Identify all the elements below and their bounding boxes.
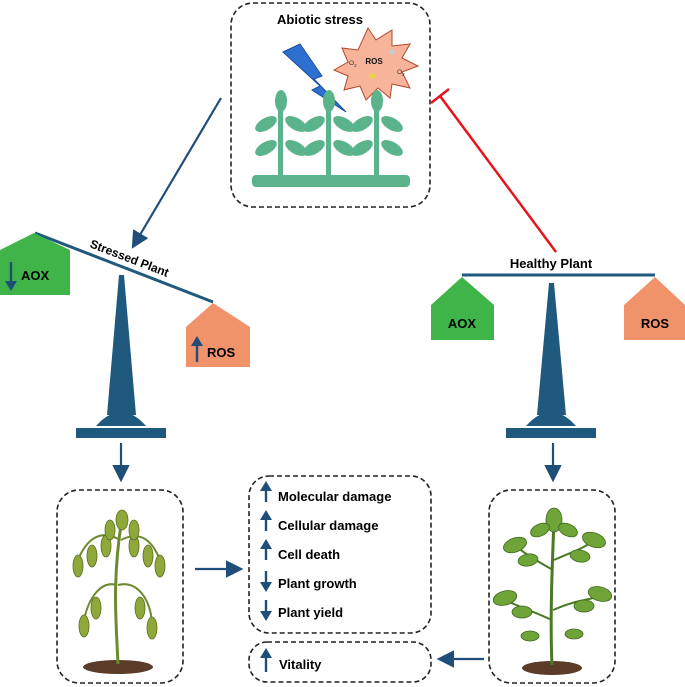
up-arrow-head-icon [260, 510, 272, 520]
wilted-plant-panel [56, 489, 184, 684]
effect-item: Plant yield [260, 600, 343, 621]
effect-item: Cellular damage [260, 510, 378, 533]
balance-stand-icon [107, 275, 136, 415]
effect-label: Molecular damage [278, 489, 391, 504]
balance-dome-icon [526, 412, 576, 426]
effect-item: Molecular damage [260, 481, 391, 504]
down-arrow-head-icon [5, 281, 17, 291]
aox-label-balanced: AOX [448, 316, 477, 331]
effect-label: Cellular damage [278, 518, 378, 533]
effect-label: Plant growth [278, 576, 357, 591]
stressed-plant-balance: Stressed Plant AOX ROS [0, 231, 250, 438]
ros-label-high: ROS [207, 345, 236, 360]
effect-label: Cell death [278, 547, 340, 562]
healthy-inhibits-stress-line [430, 88, 558, 253]
effect-label: Plant yield [278, 605, 343, 620]
ros-box-high [186, 303, 250, 367]
ros-burst-icon [332, 26, 420, 101]
effect-item: Plant growth [260, 571, 357, 592]
vitality-label: Vitality [279, 657, 322, 672]
healthy-plant-title: Healthy Plant [510, 256, 593, 271]
ros-label-balanced: ROS [641, 316, 670, 331]
down-arrow-head-icon [260, 611, 272, 621]
up-arrow-head-icon [260, 648, 272, 658]
down-arrow-head-icon [260, 582, 272, 592]
effect-item: Cell death [260, 539, 340, 562]
balance-dome-icon [96, 412, 146, 426]
abiotic-stress-panel: Abiotic stress ROS O2 O2 [230, 2, 431, 208]
lightning-bolt-icon [282, 43, 347, 113]
balance-base-icon [506, 428, 596, 438]
healthy-plant-icon [492, 507, 613, 675]
abiotic-stress-title: Abiotic stress [277, 12, 363, 27]
wilted-plant-icon [72, 509, 166, 674]
up-arrow-head-icon [260, 539, 272, 549]
stress-to-stressed-arrow [131, 97, 222, 249]
stressed-crops-icon [252, 90, 410, 187]
ros-burst-label: ROS [365, 57, 383, 66]
balance-base-icon [76, 428, 166, 438]
balance-stand-icon [537, 283, 566, 415]
ros-molecule-icon [369, 73, 375, 79]
ros-box-balanced [624, 277, 685, 340]
ros-o2-label-a: O2 [349, 60, 357, 68]
aox-box-low [0, 233, 70, 295]
aox-label-low: AOX [21, 268, 50, 283]
aox-box-balanced [431, 277, 494, 340]
up-arrow-head-icon [260, 481, 272, 491]
vitality-panel: Vitality [248, 641, 432, 683]
ros-molecule-icon [389, 49, 395, 55]
ros-o2-label-b: O2 [397, 69, 405, 77]
healthy-plant-panel [488, 489, 616, 684]
up-arrow-head-icon [191, 336, 203, 346]
healthy-plant-balance: Healthy Plant AOX ROS [431, 256, 685, 438]
